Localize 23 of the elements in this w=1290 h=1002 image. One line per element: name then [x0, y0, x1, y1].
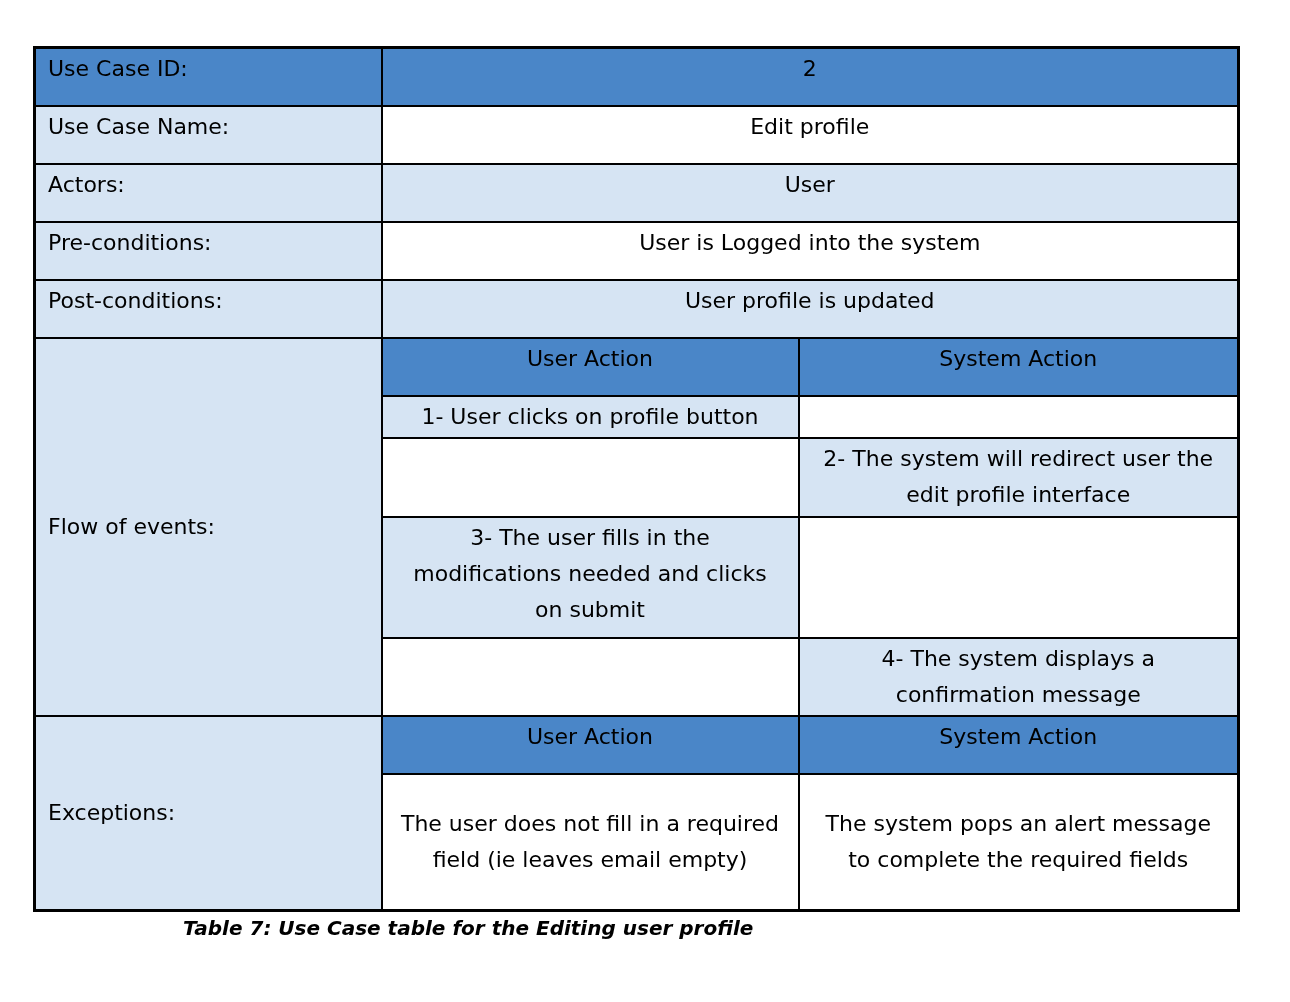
row-header-cell: Use Case Name: — [34, 105, 382, 164]
table-cell: Edit profile — [381, 105, 1239, 164]
column-header-cell: System Action — [798, 337, 1239, 396]
column-header-cell: System Action — [798, 715, 1239, 774]
table-cell: User is Logged into the system — [381, 221, 1239, 280]
table-cell: User profile is updated — [381, 279, 1239, 338]
row-header-cell: Actors: — [34, 163, 382, 222]
column-header-cell: User Action — [381, 337, 799, 396]
table-cell: 1- User clicks on profile button — [381, 395, 799, 438]
row-header-cell: Post-conditions: — [34, 279, 382, 338]
table-cell: The user does not fill in a required field (ie leaves email empty) — [381, 773, 799, 911]
table-cell: 3- The user fills in the modifications needed and clicks on submit — [381, 516, 799, 638]
row-header-cell: Exceptions: — [34, 715, 382, 911]
table-cell: The system pops an alert message to complete the required fields — [798, 773, 1239, 911]
column-header-cell: User Action — [381, 715, 799, 774]
column-header-cell: 2 — [381, 47, 1239, 106]
table-cell: 2- The system will redirect user the edit profile interface — [798, 437, 1239, 517]
table-cell: 4- The system displays a confirmation message — [798, 637, 1239, 716]
table-caption: Table 7: Use Case table for the Editing user profile — [183, 916, 754, 940]
row-header-cell: Pre-conditions: — [34, 221, 382, 280]
table-cell: User — [381, 163, 1239, 222]
row-header-cell: Use Case ID: — [34, 47, 382, 106]
row-header-cell: Flow of events: — [34, 337, 382, 716]
